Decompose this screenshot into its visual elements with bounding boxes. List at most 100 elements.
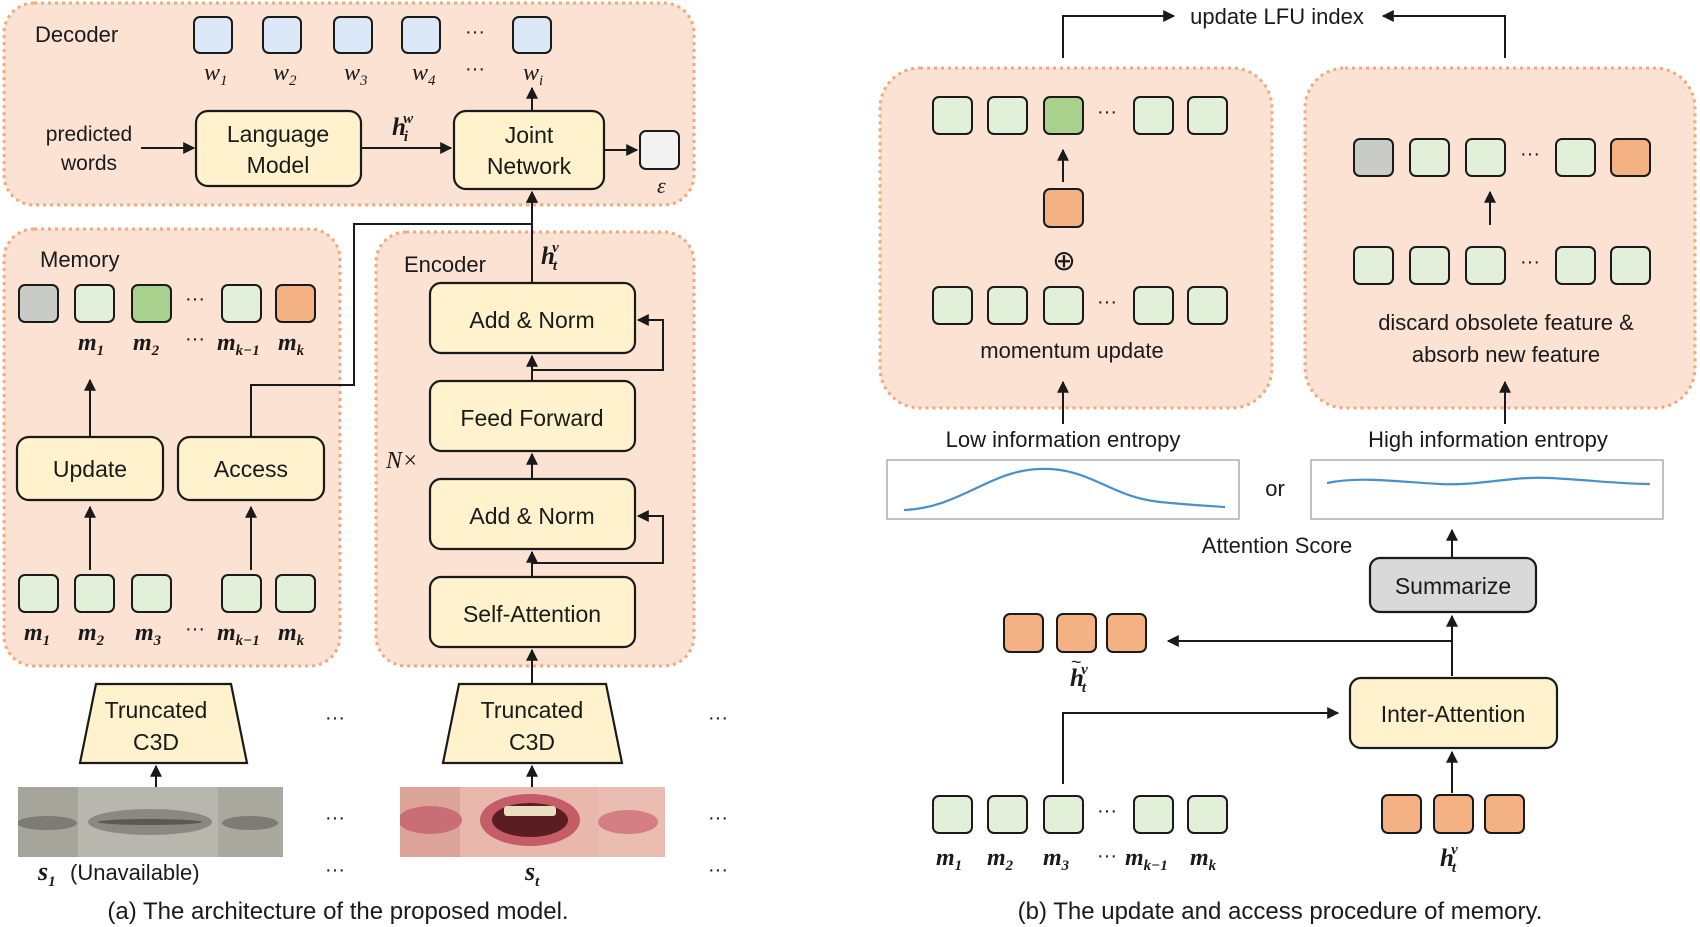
- memory-slot: [932, 286, 973, 325]
- memory-slot: [987, 795, 1028, 834]
- access-label: Access: [214, 456, 288, 482]
- memory-slot: [1187, 286, 1228, 325]
- ellipsis: ···: [1520, 143, 1540, 165]
- caption-b: (b) The update and access procedure of m…: [1018, 898, 1543, 925]
- memory-panel: [2, 227, 342, 668]
- memory-title: Memory: [40, 247, 119, 272]
- memory-slot: [131, 284, 172, 323]
- momentum-panel: [878, 66, 1274, 410]
- discard-top-slots: ···: [1353, 138, 1651, 177]
- memory-slot: [1465, 246, 1506, 285]
- ellipsis: ···: [1097, 845, 1117, 867]
- encoder-title: Encoder: [404, 252, 486, 277]
- memory-slot: [1353, 138, 1394, 177]
- low-entropy-plot: [886, 459, 1240, 520]
- memory-slot: [74, 284, 115, 323]
- decoder-tokens: ··· ··· w1 w2 w3 w4 wi: [193, 16, 552, 89]
- memory-label-mk: mk: [278, 330, 305, 359]
- decoder-token: [512, 16, 552, 54]
- inter-attention-block: [1348, 676, 1559, 750]
- memory-slot: [1187, 795, 1228, 834]
- discard-label: absorb new feature: [1412, 342, 1600, 367]
- s1-label: s1: [37, 857, 56, 890]
- memory-label: m3: [1043, 845, 1070, 874]
- ellipsis: ···: [465, 21, 485, 43]
- ellipsis: ···: [708, 859, 728, 881]
- high-entropy-label: High information entropy: [1368, 427, 1608, 452]
- ellipsis: ···: [325, 807, 345, 829]
- memory-slot: [1133, 795, 1174, 834]
- memory-slot: [221, 284, 262, 323]
- memory-slot: [1043, 96, 1084, 135]
- c3d-label: Truncated: [481, 697, 584, 723]
- token-label-wi: wi: [523, 60, 543, 89]
- ellipsis: ···: [325, 707, 345, 729]
- memory-label: m1: [936, 845, 962, 874]
- summarize-block: [1368, 556, 1538, 614]
- attention-score-label: Attention Score: [1202, 533, 1352, 558]
- joint-network-label: Joint: [505, 122, 554, 148]
- joint-network-label: Network: [487, 153, 572, 179]
- decoder-token: [193, 16, 233, 54]
- ellipsis: ···: [185, 618, 205, 640]
- add-norm-label: Add & Norm: [469, 307, 594, 333]
- memory-label: m2: [987, 845, 1014, 874]
- momentum-update-label: momentum update: [980, 338, 1163, 363]
- memory-slot: [1353, 246, 1394, 285]
- residual-connection: [532, 510, 664, 564]
- memory-slot: [1555, 246, 1596, 285]
- tilde-mark: ~: [1071, 652, 1082, 672]
- ellipsis: ···: [185, 328, 205, 350]
- c3d-label: C3D: [133, 729, 179, 755]
- caption-a: (a) The architecture of the proposed mod…: [107, 898, 568, 925]
- ellipsis: ···: [1097, 800, 1117, 822]
- update-label: Update: [53, 456, 127, 482]
- h-t-v-label-right: htv: [1440, 842, 1458, 876]
- memory-slot: [1610, 246, 1651, 285]
- c3d-label: Truncated: [105, 697, 208, 723]
- memory-slot: [1043, 286, 1084, 325]
- ellipsis: ···: [1097, 101, 1117, 123]
- new-feature-token: [1043, 188, 1084, 228]
- memory-input-label: mk: [278, 620, 305, 649]
- memory-slot: [932, 96, 973, 135]
- momentum-bottom-slots: ···: [932, 286, 1228, 325]
- visual-token: [1484, 794, 1525, 834]
- ellipsis: ···: [325, 859, 345, 881]
- memory-label-m1: m1: [78, 330, 104, 359]
- token-label-w3: w3: [344, 60, 368, 89]
- memory-input-label: m2: [78, 620, 105, 649]
- decoder-token: [401, 16, 441, 54]
- memory-slot: [275, 284, 316, 323]
- memory-slot: [1133, 96, 1174, 135]
- lfu-label: update LFU index: [1190, 4, 1364, 29]
- memory-slot: [1409, 138, 1450, 177]
- blank-token: [639, 130, 680, 170]
- memory-slot: [987, 286, 1028, 325]
- epsilon-label: ε: [657, 173, 666, 198]
- truncated-c3d-left: [78, 682, 249, 765]
- high-entropy-plot: [1310, 459, 1664, 520]
- memory-label-mk-1: mk−1: [217, 330, 260, 359]
- low-entropy-label: Low information entropy: [946, 427, 1181, 452]
- output-token: [1056, 613, 1097, 653]
- memory-input-label: mk−1: [217, 620, 260, 649]
- memory-slot: [221, 574, 262, 613]
- n-times-label: N×: [385, 448, 418, 474]
- ellipsis: ···: [708, 707, 728, 729]
- memory-label: mk−1: [1125, 845, 1168, 874]
- language-model-label: Model: [247, 152, 310, 178]
- memory-input-slots: ··· m1 m2 m3 mk−1 mk: [18, 574, 316, 649]
- add-norm-block-top: [428, 281, 637, 355]
- memory-slot: [74, 574, 115, 613]
- lip-frames-current: [400, 787, 665, 857]
- predicted-words-label: predicted: [46, 123, 132, 146]
- decoder-token: [262, 16, 302, 54]
- memory-slots: ··· ··· m1 m2 mk−1 mk: [18, 284, 316, 359]
- summarize-label: Summarize: [1395, 573, 1511, 599]
- ellipsis: ···: [1520, 251, 1540, 273]
- visual-feature-tokens: [1381, 794, 1525, 834]
- memory-input-label: m1: [24, 620, 50, 649]
- feed-forward-label: Feed Forward: [460, 405, 603, 431]
- memory-slot: [987, 96, 1028, 135]
